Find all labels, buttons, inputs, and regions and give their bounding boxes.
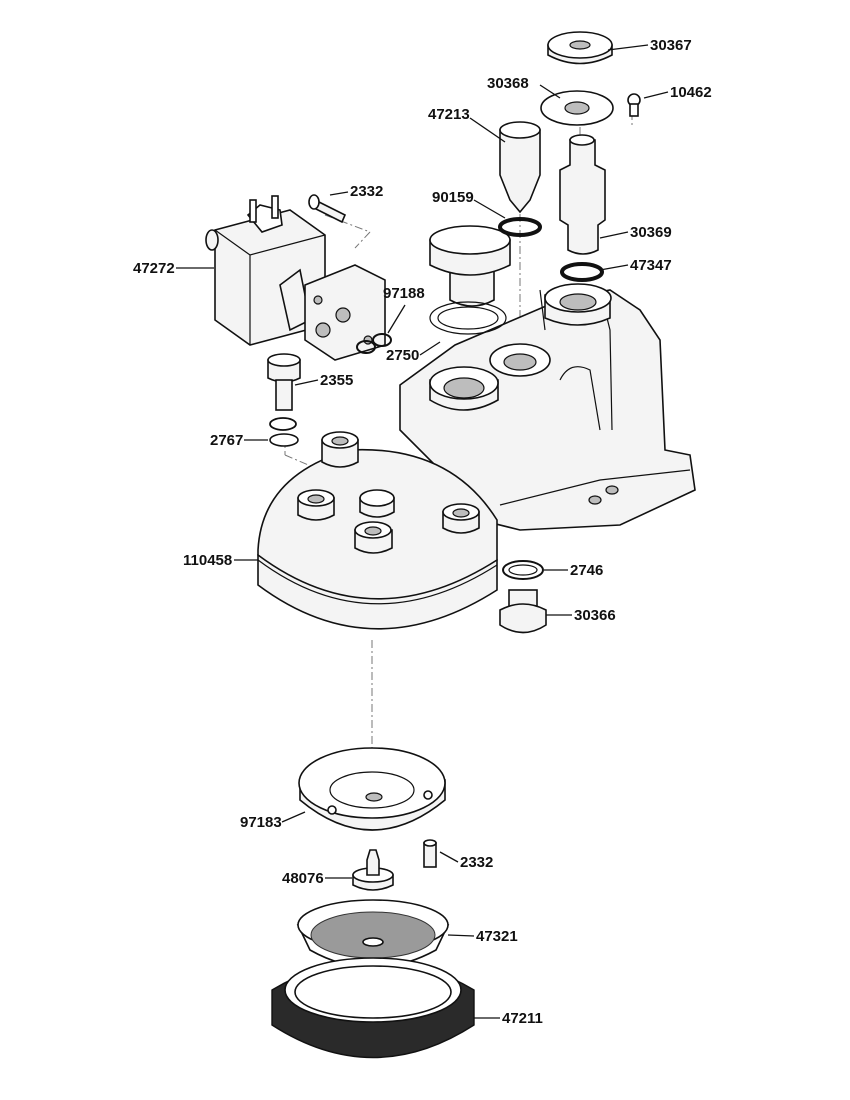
label-97183: 97183 — [240, 814, 282, 831]
screw-parts-bottom — [352, 839, 437, 891]
label-2767: 2767 — [210, 432, 243, 449]
label-110458: 110458 — [183, 552, 232, 569]
label-90159: 90159 — [432, 189, 474, 206]
plug-30366 — [499, 560, 547, 634]
label-30369: 30369 — [630, 224, 672, 241]
label-47347: 47347 — [630, 257, 672, 274]
part-labels: 30367 30368 10462 47213 2332 90159 30369… — [133, 37, 712, 1027]
label-47321: 47321 — [476, 928, 518, 945]
screw-2332-top — [308, 194, 347, 224]
label-2750: 2750 — [386, 347, 419, 364]
label-47211: 47211 — [502, 1010, 543, 1027]
solenoid-valve — [205, 195, 386, 361]
label-97188: 97188 — [383, 285, 425, 302]
label-47213: 47213 — [428, 106, 470, 123]
label-30367: 30367 — [650, 37, 692, 54]
label-2332-bottom: 2332 — [460, 854, 493, 871]
label-2746: 2746 — [570, 562, 603, 579]
boiler-plug — [429, 225, 511, 335]
gasket-47211 — [271, 957, 475, 1059]
o-rings-97188 — [356, 333, 392, 354]
valve-stem-30369 — [559, 134, 606, 282]
valve-47213 — [498, 121, 542, 237]
label-48076: 48076 — [282, 870, 324, 887]
label-2355: 2355 — [320, 372, 353, 389]
shower-holder-97183 — [298, 747, 446, 831]
label-30368: 30368 — [487, 75, 529, 92]
label-30366: 30366 — [574, 607, 616, 624]
label-2332-top: 2332 — [350, 183, 383, 200]
label-10462: 10462 — [670, 84, 712, 101]
leader-lines — [176, 44, 669, 1019]
label-47272: 47272 — [133, 260, 175, 277]
top-knob-parts — [540, 31, 641, 126]
bolt-2355 — [267, 353, 301, 447]
group-head-body — [257, 283, 696, 630]
